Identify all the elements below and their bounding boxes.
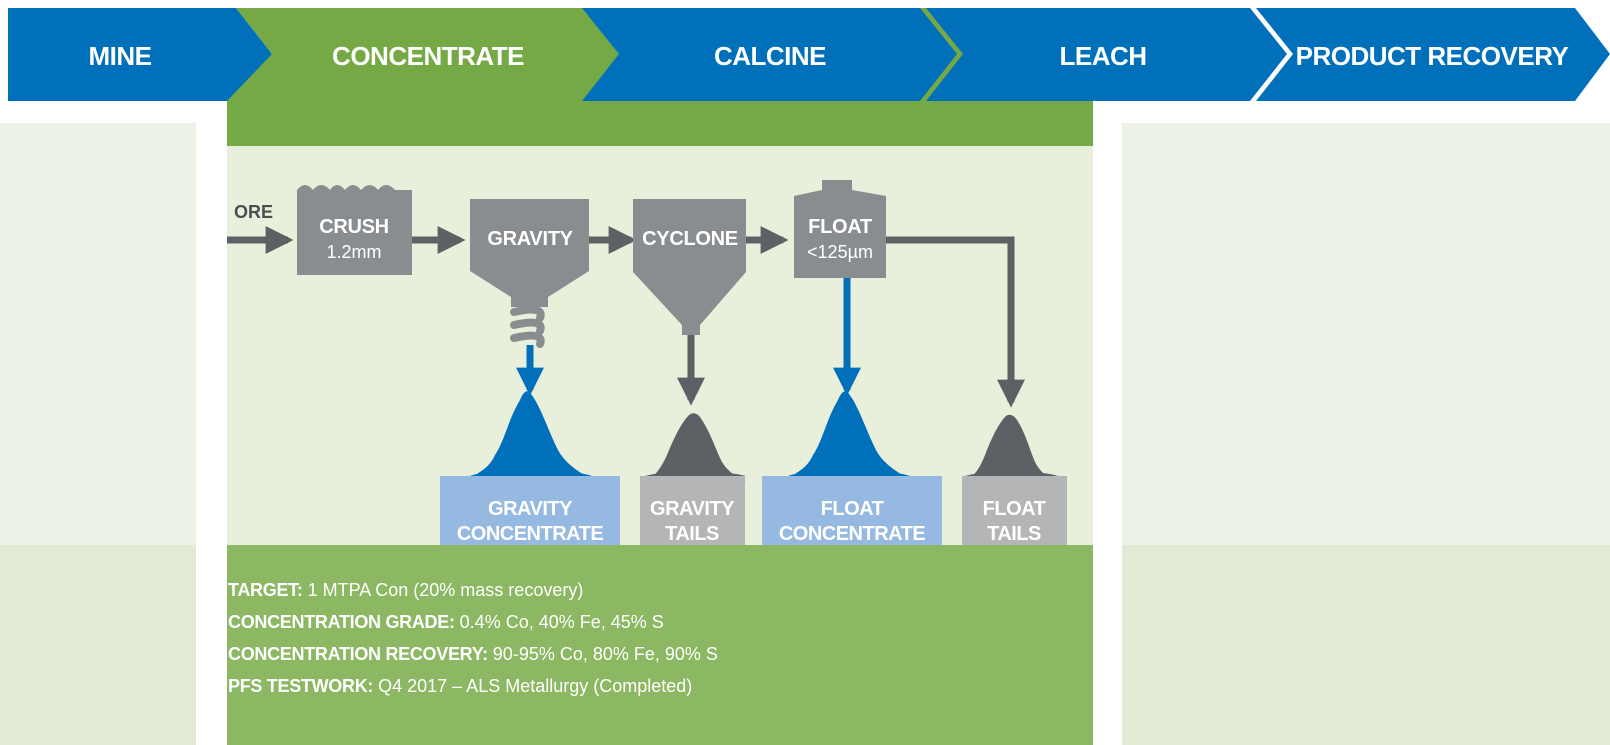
cyclone-icon <box>633 199 746 335</box>
float-concentrate-pile <box>788 391 910 480</box>
gravity-unit: GRAVITY <box>470 199 589 348</box>
mine-panel-bottom <box>0 545 196 745</box>
crush-unit: CRUSH 1.2mm <box>297 185 412 275</box>
cyclone-unit: CYCLONE <box>633 199 746 335</box>
concentrate-summary-panel <box>227 545 1093 745</box>
float-tails-pile <box>965 414 1055 482</box>
step-label-mine: MINE <box>89 41 152 71</box>
cyclone-title: CYCLONE <box>642 228 738 250</box>
right-panel-top <box>1122 123 1610 545</box>
concentrate-summary: TARGET: 1 MTPA Con (20% mass recovery) C… <box>228 574 1058 702</box>
ore-label: ORE <box>234 202 273 222</box>
gravity-tails-label-2: TAILS <box>665 523 719 545</box>
gravity-tails-label-1: GRAVITY <box>650 498 735 520</box>
output-boxes: GRAVITY CONCENTRATE GRAVITY TAILS FLOAT … <box>440 470 1067 545</box>
crush-title: CRUSH <box>319 216 389 238</box>
crusher-icon <box>297 185 412 275</box>
output-piles <box>470 391 1055 482</box>
gravity-separator-icon <box>470 199 589 307</box>
float-concentrate-label-2: CONCENTRATE <box>779 523 926 545</box>
summary-target: TARGET: 1 MTPA Con (20% mass recovery) <box>228 574 1058 606</box>
float-unit: FLOAT <125µm <box>794 180 886 278</box>
gravity-concentrate-pile-base <box>470 470 592 476</box>
step-mine[interactable] <box>8 8 272 101</box>
float-tails-arrow <box>886 236 1025 408</box>
gravity-concentrate-label-1: GRAVITY <box>488 498 573 520</box>
summary-value: 0.4% Co, 40% Fe, 45% S <box>459 612 664 632</box>
gravity-tails-pile-base <box>645 471 746 476</box>
right-panel-bottom <box>1122 545 1610 745</box>
step-label-calcine: CALCINE <box>714 41 826 71</box>
crush-size: 1.2mm <box>326 242 381 262</box>
step-calcine[interactable] <box>582 8 957 101</box>
spiral-icon <box>510 305 545 348</box>
step-label-product-recovery: PRODUCT RECOVERY <box>1296 41 1569 71</box>
step-product-recovery[interactable] <box>1256 8 1610 101</box>
gravity-tails-box <box>640 476 745 545</box>
summary-value: Q4 2017 – ALS Metallurgy (Completed) <box>378 676 693 696</box>
summary-recovery: CONCENTRATION RECOVERY: 90-95% Co, 80% F… <box>228 638 1058 670</box>
summary-key: TARGET: <box>228 580 303 600</box>
summary-key: CONCENTRATION RECOVERY: <box>228 644 488 664</box>
summary-key: PFS TESTWORK: <box>228 676 374 696</box>
float-tails-box <box>962 476 1067 545</box>
step-label-concentrate: CONCENTRATE <box>332 41 524 71</box>
float-title: FLOAT <box>808 216 872 238</box>
process-steps: MINE CONCENTRATE CALCINE LEACH PRODUCT R… <box>8 8 1610 123</box>
mine-panel-top <box>0 123 196 545</box>
summary-testwork: PFS TESTWORK: Q4 2017 – ALS Metallurgy (… <box>228 670 1058 702</box>
float-size: <125µm <box>807 242 873 262</box>
gravity-concentrate-label-2: CONCENTRATE <box>457 523 604 545</box>
gravity-title: GRAVITY <box>487 228 573 250</box>
summary-grade: CONCENTRATION GRADE: 0.4% Co, 40% Fe, 45… <box>228 606 1058 638</box>
float-tails-pile-base <box>965 471 1058 476</box>
step-label-leach: LEACH <box>1059 41 1146 71</box>
step-leach[interactable] <box>926 8 1287 101</box>
summary-key: CONCENTRATION GRADE: <box>228 612 455 632</box>
summary-value: 1 MTPA Con (20% mass recovery) <box>307 580 584 600</box>
gravity-tails-pile <box>645 413 746 482</box>
float-cell-icon <box>794 180 886 278</box>
summary-value: 90-95% Co, 80% Fe, 90% S <box>492 644 718 664</box>
step-concentrate[interactable] <box>240 8 611 101</box>
float-concentrate-pile-base <box>788 470 910 476</box>
float-tails-label-1: FLOAT <box>983 498 1046 520</box>
gravity-concentrate-box <box>440 476 620 545</box>
float-concentrate-box <box>762 476 942 545</box>
float-concentrate-label-1: FLOAT <box>821 498 884 520</box>
float-tails-label-2: TAILS <box>987 523 1041 545</box>
gravity-concentrate-pile <box>470 391 592 480</box>
